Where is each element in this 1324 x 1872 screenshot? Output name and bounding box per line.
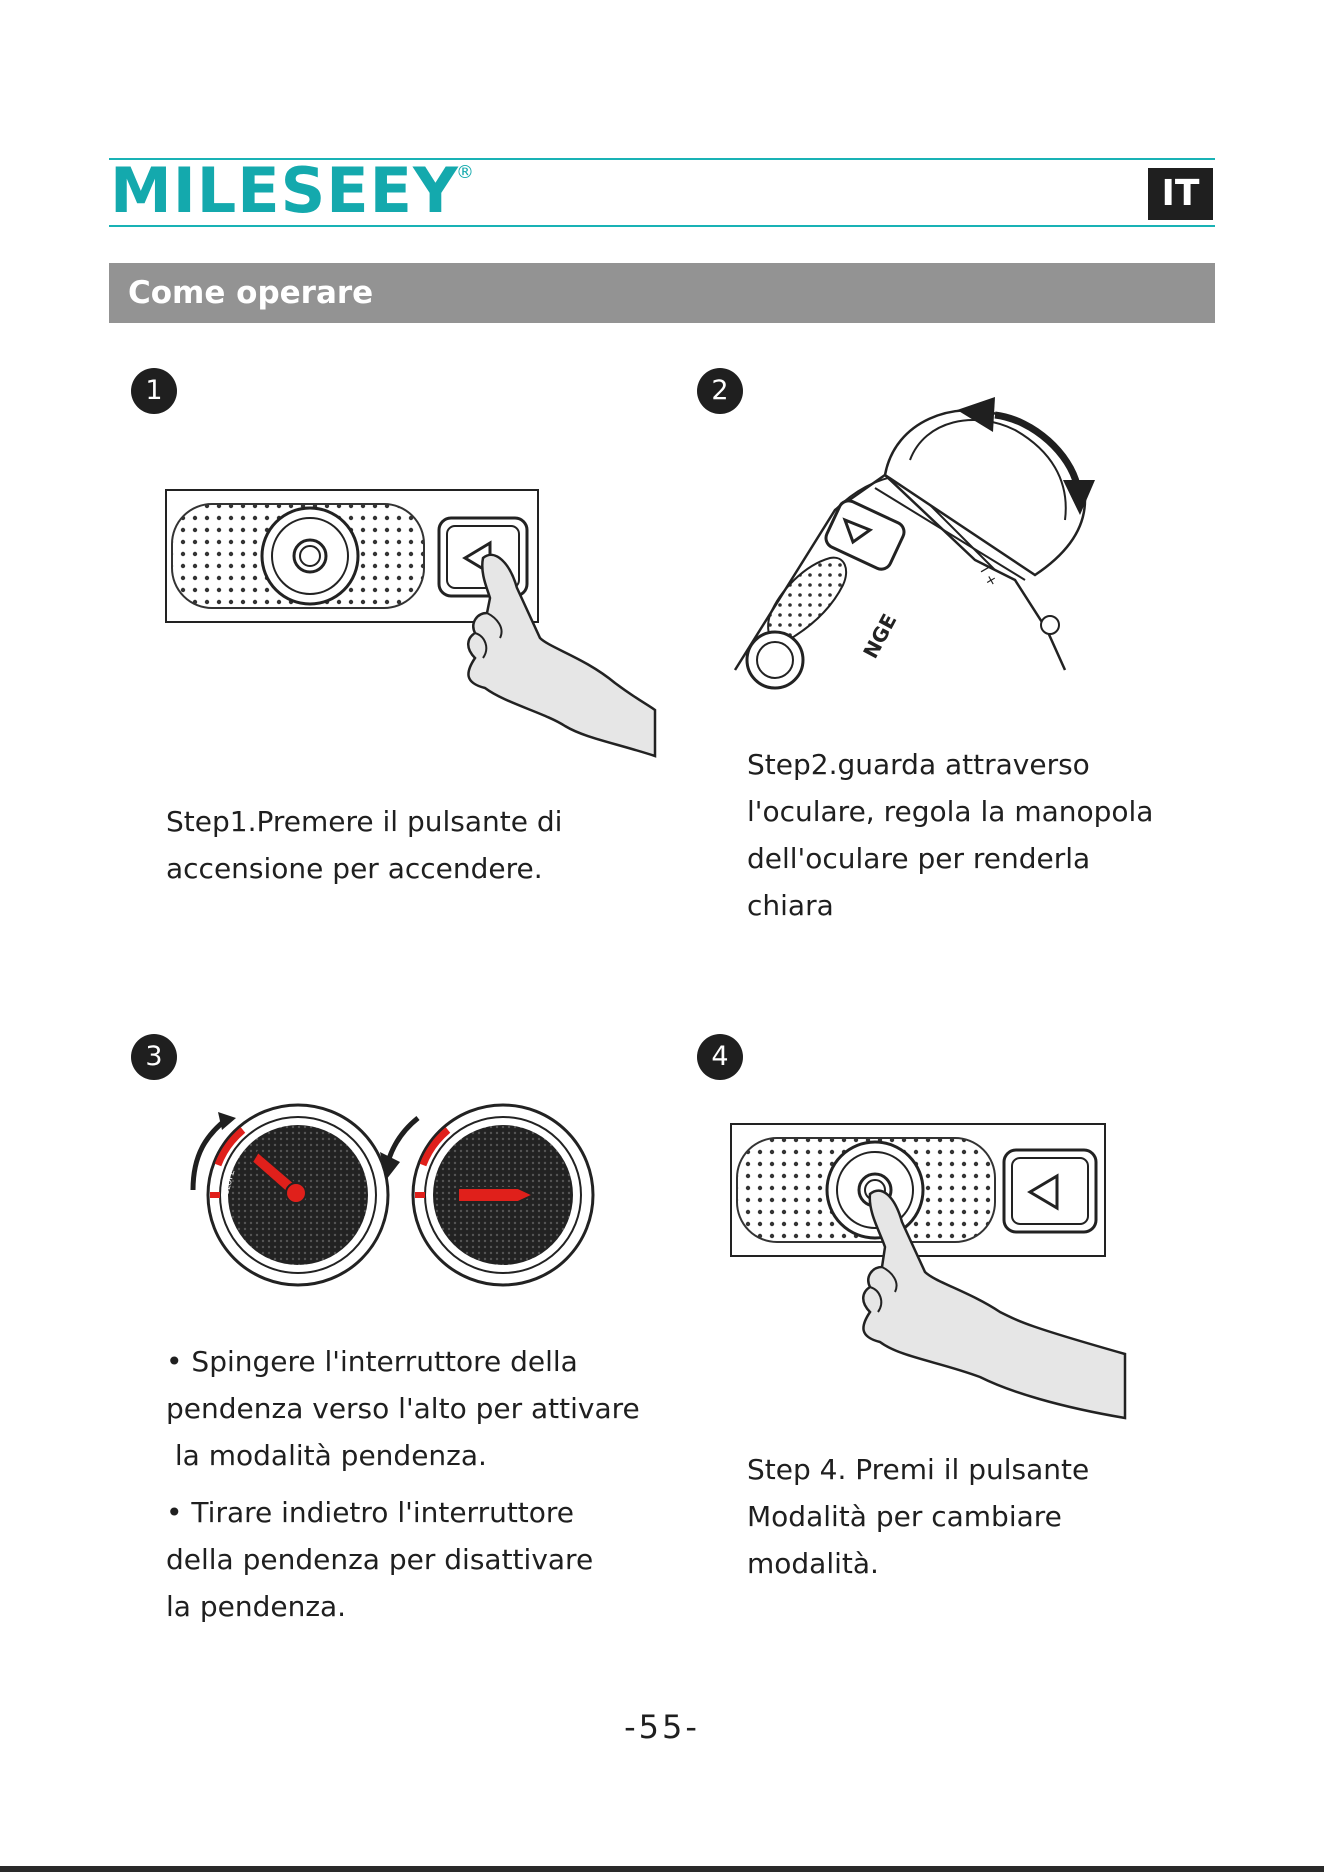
step-3-number: 3 <box>131 1034 177 1080</box>
step-1-number: 1 <box>131 368 177 414</box>
step-4-number: 4 <box>697 1034 743 1080</box>
section-header: Come operare <box>109 263 1215 323</box>
slope-dial-off <box>380 1103 595 1287</box>
language-badge: IT <box>1148 168 1213 220</box>
step-3-bullet-1-line-1: • Spingere l'interruttore della <box>166 1345 578 1378</box>
step-1-caption: Step1.Premere il pulsante di accensione … <box>166 798 562 892</box>
step-1-line-1: Step1.Premere il pulsante di <box>166 805 563 838</box>
step-3-bullet-2-line-1: • Tirare indietro l'interruttore <box>166 1496 575 1529</box>
step-2-line-3: dell'oculare per renderla <box>747 842 1091 875</box>
step-4-caption: Step 4. Premi il pulsante Modalità per c… <box>747 1446 1089 1587</box>
step-4-line-2: Modalità per cambiare <box>747 1500 1062 1533</box>
step-2-caption: Step2.guarda attraverso l'oculare, regol… <box>747 741 1153 929</box>
section-title: Come operare <box>128 275 374 311</box>
power-button-illustration <box>165 489 657 758</box>
step-2-line-1: Step2.guarda attraverso <box>747 748 1090 781</box>
step-3-bullet-1-line-3: la modalità pendenza. <box>166 1439 487 1472</box>
header-bottom-rule <box>109 225 1215 227</box>
step-4-line-1: Step 4. Premi il pulsante <box>747 1453 1090 1486</box>
page-number: -55- <box>624 1708 700 1746</box>
step-4-line-3: modalità. <box>747 1547 879 1580</box>
registered-mark: ® <box>456 162 474 183</box>
eyepiece-illustration: NGE I + <box>733 397 1095 690</box>
step-3-bullet-2-line-3: la pendenza. <box>166 1590 347 1623</box>
step-3-bullet-1-line-2: pendenza verso l'alto per attivare <box>166 1392 640 1425</box>
slope-dial-on: SLOPE <box>190 1103 390 1287</box>
brand-logo: MILESEEY <box>110 154 459 227</box>
mode-button-illustration <box>730 1123 1127 1420</box>
step-3-caption: • Spingere l'interruttore della pendenza… <box>166 1338 640 1630</box>
step-2-line-2: l'oculare, regola la manopola <box>747 795 1154 828</box>
header-top-rule <box>109 158 1215 160</box>
step-3-bullet-2-line-2: della pendenza per disattivare <box>166 1543 594 1576</box>
step-1-line-2: accensione per accendere. <box>166 852 543 885</box>
step-2-line-4: chiara <box>747 889 834 922</box>
bottom-border <box>0 1866 1324 1872</box>
step-2-number: 2 <box>697 368 743 414</box>
slope-dial-illustration: SLOPE <box>190 1103 595 1287</box>
